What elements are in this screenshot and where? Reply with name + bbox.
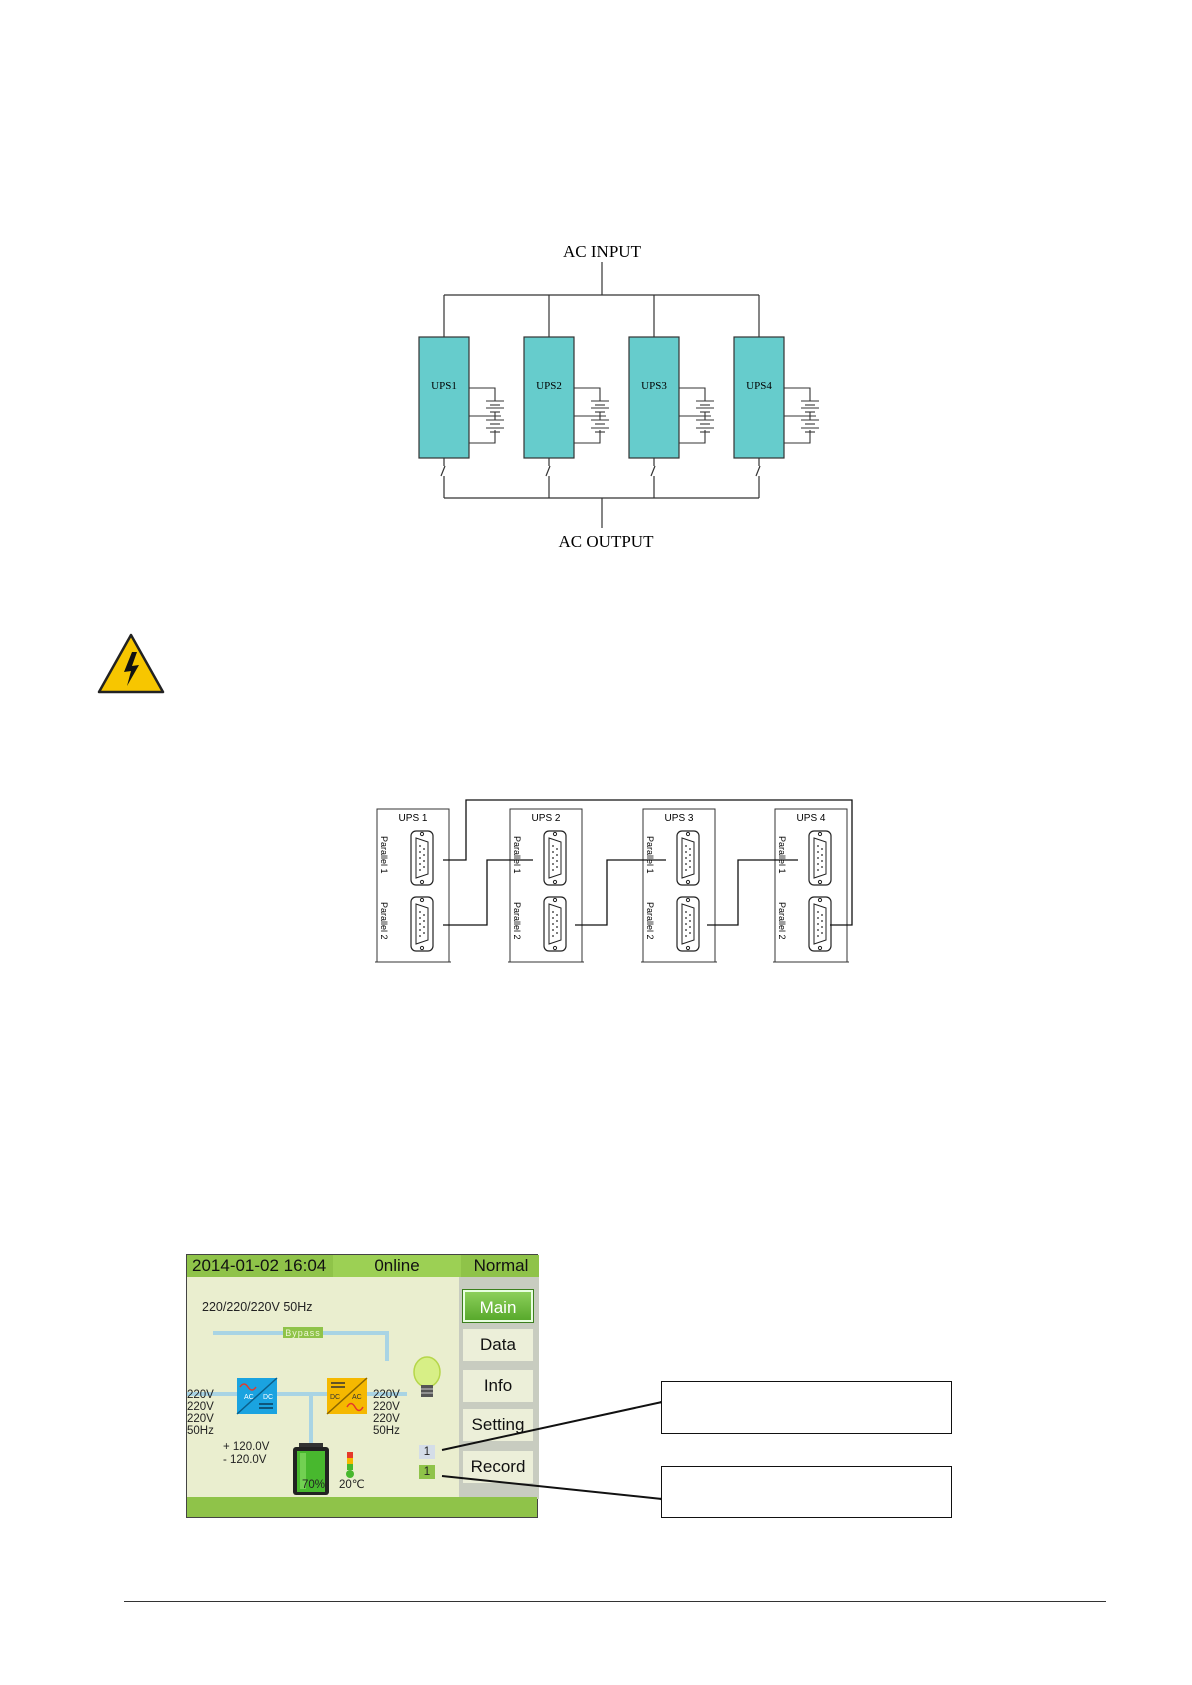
- parallel-cable-diagram: UPS 1 Parallel 1 Parallel 2 UPS 2 Parallel 1…: [375, 799, 853, 963]
- battery-string-icon: [784, 387, 819, 444]
- menu-setting-button[interactable]: Setting: [463, 1409, 533, 1441]
- svg-text:AC: AC: [244, 1394, 254, 1401]
- db9-connector-icon: [410, 896, 434, 952]
- svg-text:UPS2: UPS2: [536, 380, 562, 392]
- menu-record-button[interactable]: Record: [463, 1451, 533, 1483]
- callout-arrows: [441, 1387, 684, 1512]
- db9-connector-icon: [676, 896, 700, 952]
- callout-box-parallel-count: [661, 1466, 952, 1518]
- parallel-port-label: Parallel 1: [645, 836, 655, 874]
- lcd-system-status: Normal: [463, 1255, 539, 1277]
- lcd-battery-voltage: + 120.0V - 120.0V: [223, 1441, 270, 1466]
- db9-connector-icon: [808, 830, 832, 886]
- svg-text:UPS4: UPS4: [746, 380, 772, 392]
- footer-rule: [124, 1601, 1106, 1602]
- ups-panel-4: UPS 4 Parallel 1 Parallel 2: [773, 808, 849, 963]
- ac-output-label: AC OUTPUT: [559, 532, 655, 551]
- parallel-port-label: Parallel 2: [379, 902, 389, 940]
- svg-text:DC: DC: [263, 1394, 273, 1401]
- callout-box-ups-number: [661, 1381, 952, 1434]
- svg-text:UPS 3: UPS 3: [665, 813, 694, 824]
- inverter-icon: DC AC: [326, 1377, 368, 1415]
- high-voltage-warning-icon: [97, 633, 165, 694]
- ups-unit-4: UPS4: [733, 336, 819, 459]
- ups-panel-1: UPS 1 Parallel 1 Parallel 2: [375, 808, 451, 963]
- ups-panel-2: UPS 2 Parallel 1 Parallel 2: [508, 808, 584, 963]
- battery-string-icon: [574, 387, 609, 444]
- svg-text:AC: AC: [352, 1394, 362, 1401]
- battery-string-icon: [679, 387, 714, 444]
- lcd-power-flow: Bypass AC DC DC AC: [187, 1327, 441, 1495]
- db9-connector-icon: [543, 830, 567, 886]
- parallel-port-label: Parallel 1: [777, 836, 787, 874]
- battery-icon: [293, 1443, 329, 1495]
- ac-input-label: AC INPUT: [563, 242, 642, 261]
- menu-main-button[interactable]: Main: [462, 1289, 534, 1323]
- menu-data-button[interactable]: Data: [463, 1329, 533, 1361]
- db9-connector-icon: [543, 896, 567, 952]
- lcd-input-values: 220V 220V 220V 50Hz: [187, 1389, 214, 1437]
- parallel-system-diagram: UPS1 UPS2 UPS3 UPS4 AC INPUT AC OUTPUT: [418, 242, 819, 551]
- thermometer-icon: [346, 1452, 354, 1478]
- rectifier-icon: AC DC: [236, 1377, 278, 1415]
- parallel-port-label: Parallel 2: [512, 902, 522, 940]
- lcd-bottom-bar: [187, 1497, 537, 1517]
- parallel-port-label: Parallel 1: [379, 836, 389, 874]
- lcd-parallel-count: 1: [419, 1465, 435, 1479]
- parallel-port-label: Parallel 2: [645, 902, 655, 940]
- svg-text:UPS1: UPS1: [431, 380, 457, 392]
- lcd-temperature: 20℃: [339, 1479, 365, 1491]
- svg-text:UPS3: UPS3: [641, 380, 667, 392]
- ups-unit-3: UPS3: [628, 336, 714, 459]
- lcd-input-summary: 220/220/220V 50Hz: [202, 1300, 313, 1314]
- ups-panel-3: UPS 3 Parallel 1 Parallel 2: [641, 808, 717, 963]
- svg-text:UPS 2: UPS 2: [532, 813, 561, 824]
- battery-string-icon: [469, 387, 504, 444]
- lcd-bypass-label: Bypass: [285, 1328, 321, 1338]
- load-bulb-icon: [413, 1356, 441, 1397]
- menu-info-button[interactable]: Info: [463, 1370, 533, 1402]
- lcd-datetime: 2014-01-02 16:04: [192, 1256, 327, 1275]
- lcd-main-screen: 2014-01-02 16:04 0nline Normal 220/220/2…: [186, 1254, 539, 1518]
- db9-connector-icon: [410, 830, 434, 886]
- lcd-menu: Main Data Info Setting Record: [459, 1277, 539, 1499]
- db9-connector-icon: [808, 896, 832, 952]
- parallel-port-label: Parallel 2: [777, 902, 787, 940]
- svg-text:UPS 1: UPS 1: [399, 813, 428, 824]
- ups-unit-1: UPS1: [418, 336, 504, 459]
- ups-unit-2: UPS2: [523, 336, 609, 459]
- parallel-port-label: Parallel 1: [512, 836, 522, 874]
- lcd-output-values: 220V 220V 220V 50Hz: [373, 1389, 400, 1437]
- lcd-operating-mode: 0nline: [333, 1255, 461, 1277]
- svg-text:DC: DC: [330, 1394, 340, 1401]
- lcd-ups-number: 1: [419, 1445, 435, 1459]
- svg-text:UPS 4: UPS 4: [797, 813, 826, 824]
- lcd-status-bar: 2014-01-02 16:04 0nline Normal: [187, 1255, 539, 1277]
- db9-connector-icon: [676, 830, 700, 886]
- lcd-battery-capacity: 70%: [302, 1479, 326, 1491]
